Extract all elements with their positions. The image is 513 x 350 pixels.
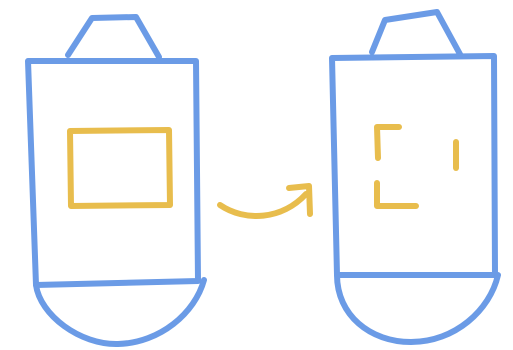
right-container-broken-rectangle-icon (377, 127, 456, 206)
arrow-shaft (220, 194, 306, 216)
right-container-cap (372, 12, 461, 56)
right-container-base (337, 275, 498, 342)
right-container-body (332, 56, 495, 275)
right-container (332, 12, 498, 342)
broken-rectangle-bottom-left (377, 183, 416, 206)
left-container-cap (68, 17, 159, 57)
broken-rectangle-top-left (377, 127, 399, 158)
left-container (28, 17, 204, 344)
curved-arrow-right-icon (220, 186, 310, 216)
left-container-base (36, 280, 204, 344)
left-container-solid-rectangle-icon (70, 130, 170, 206)
